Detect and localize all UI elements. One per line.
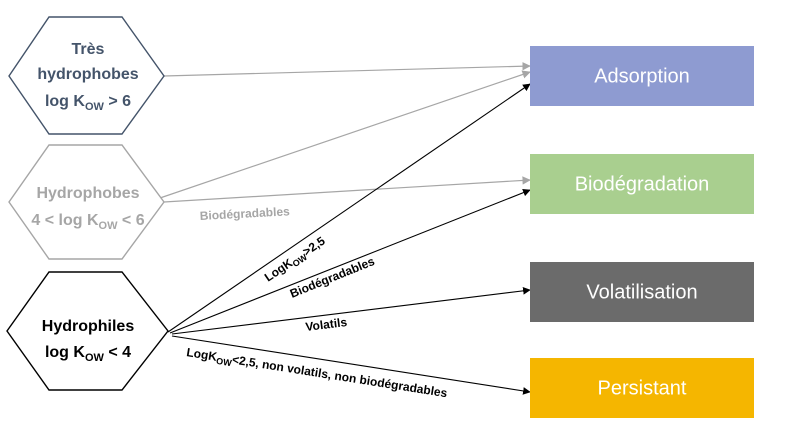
arrow-hydrophiles-to-persistant <box>171 335 531 395</box>
label-hydrophobes-biodegradables: Biodégradables <box>199 204 290 223</box>
box-label: Biodégradation <box>575 173 710 195</box>
box-persistant: Persistant <box>530 358 754 418</box>
hexagon-hydrophiles: Hydrophiles log KOW < 4 <box>6 271 169 391</box>
hexagon-shape <box>6 271 169 391</box>
box-label: Persistant <box>598 377 687 399</box>
box-biodegradation: Biodégradation <box>530 154 754 214</box>
hexagon-tres-hydrophobes: Très hydrophobes log KOW > 6 <box>8 16 165 135</box>
arrow-hydrophobes-to-adsorption <box>159 70 531 199</box>
hexagon-line1: Hydrophiles <box>42 318 135 335</box>
label-hydrophiles-volatils: Volatils <box>305 315 349 334</box>
box-shape <box>530 154 754 214</box>
arrow-tres-to-adsorption <box>163 62 531 77</box>
hexagon-shape <box>8 144 165 260</box>
box-shape <box>530 46 754 106</box>
hexagon-line2: 4 < log KOW < 6 <box>31 212 144 232</box>
arrow-hydrophiles-to-volatilisation <box>171 287 531 335</box>
box-volatilisation: Volatilisation <box>530 262 754 322</box>
arrows <box>159 62 531 395</box>
box-shape <box>530 262 754 322</box>
hexagon-line1: Très <box>72 41 105 58</box>
arrow-hydrophiles-to-biodegradation <box>169 188 531 334</box>
label-hydrophiles-logkow-lt: LogKOW<2,5, non volatils, non biodégrada… <box>185 345 448 402</box>
hexagon-shape <box>8 16 165 135</box>
hexagon-hydrophobes: Hydrophobes 4 < log KOW < 6 <box>8 144 165 260</box>
box-label: Adsorption <box>594 65 690 87</box>
hexagon-line1: Hydrophobes <box>36 185 139 202</box>
arrow-hydrophiles-to-adsorption <box>167 83 531 333</box>
hexagon-line3: log KOW > 6 <box>45 93 131 113</box>
box-shape <box>530 358 754 418</box>
arrow-hydrophobes-to-biodegradation <box>163 176 531 203</box>
box-adsorption: Adsorption <box>530 46 754 106</box>
hexagon-line2: log KOW < 4 <box>45 344 131 364</box>
box-label: Volatilisation <box>586 281 697 303</box>
hexagon-line2: hydrophobes <box>37 66 138 83</box>
